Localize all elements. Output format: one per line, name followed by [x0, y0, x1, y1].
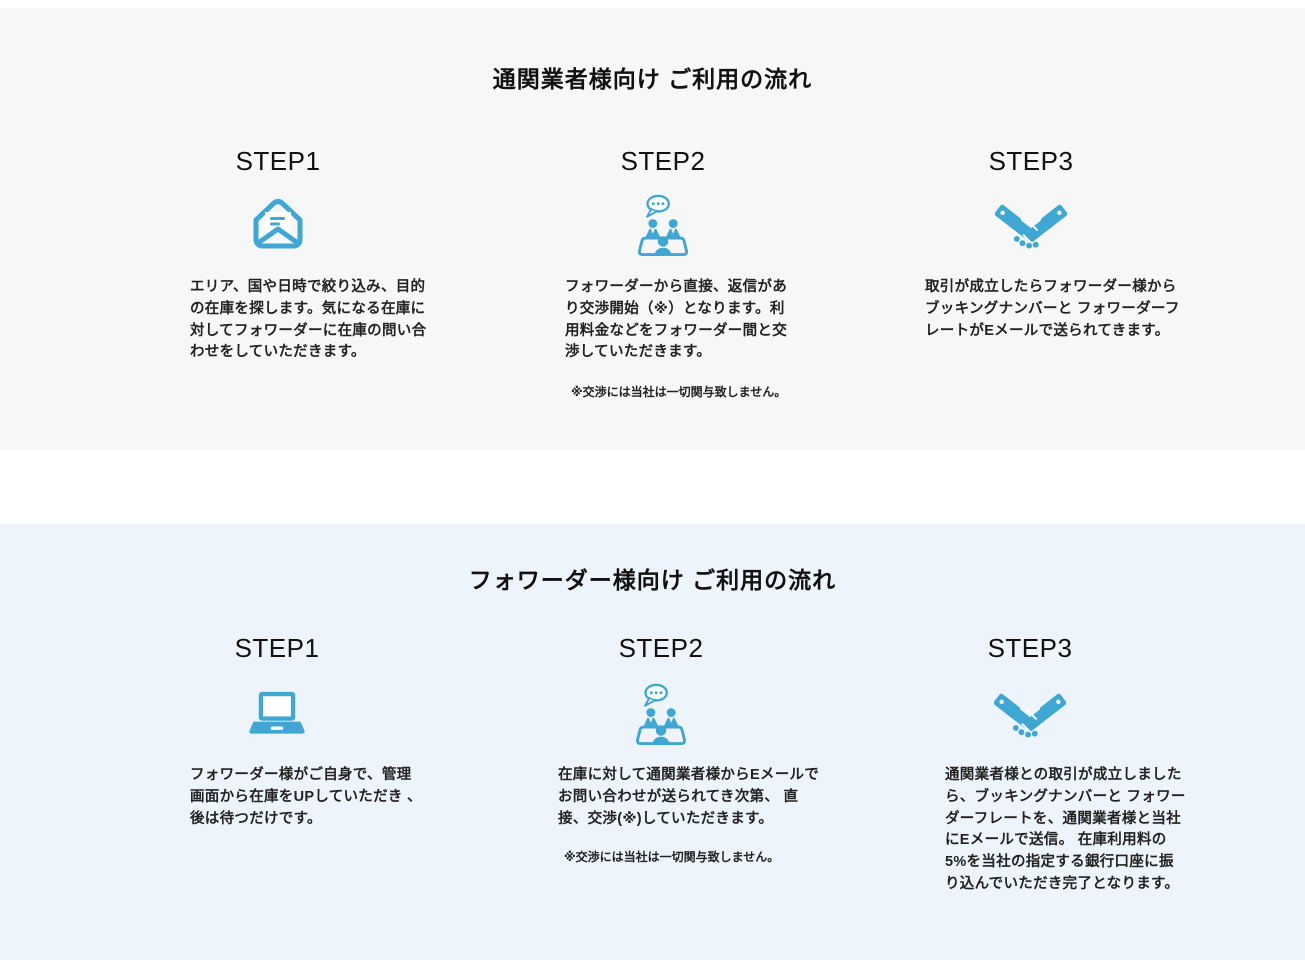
step-label: STEP2 [620, 146, 706, 176]
section-title: フォワーダー様向け ご利用の流れ [468, 567, 837, 593]
step-label: STEP1 [234, 633, 320, 663]
step-description: 在庫に対して通関業者様からEメールでお問い合わせが送られてき次第、 直接、交渉(… [558, 767, 820, 827]
handshake-icon [995, 192, 1067, 258]
step-description: 通関業者様との取引が成立しましたら、ブッキングナンバーと フォワーダーフレートを… [945, 767, 1186, 892]
section-customs-broker-flow: 通関業者様向け ご利用の流れ STEP1 エリア、国や日時で絞り込み、目的の在庫… [0, 8, 1305, 450]
laptop-icon [246, 681, 308, 747]
step-description: フォワーダーから直接、返信があり交渉開始（※）となります。利用料金などをフォワー… [565, 279, 787, 361]
open-email-icon [246, 192, 310, 258]
step-note: ※交渉には当社は一切関与致しません。 [571, 385, 787, 399]
step-label: STEP3 [987, 633, 1073, 663]
step-note: ※交渉には当社は一切関与致しません。 [564, 850, 780, 864]
step-label: STEP2 [618, 633, 704, 663]
step-label: STEP3 [988, 146, 1074, 176]
section-forwarder-flow: フォワーダー様向け ご利用の流れ STEP1 フォワーダー様がご自身で、管理画面… [0, 524, 1305, 960]
step-description: フォワーダー様がご自身で、管理画面から在庫をUPしていただき 、後は待つだけです… [190, 767, 422, 827]
negotiation-icon [630, 681, 692, 747]
section-title: 通関業者様向け ご利用の流れ [492, 66, 813, 92]
step-description: エリア、国や日時で絞り込み、目的の在庫を探します。気になる在庫に対してフォワーダ… [190, 279, 427, 361]
negotiation-icon [632, 192, 694, 258]
step-description: 取引が成立したらフォワーダー様からブッキングナンバーと フォワーダーフレートがE… [925, 279, 1180, 339]
step-label: STEP1 [235, 146, 321, 176]
handshake-icon [994, 681, 1066, 747]
